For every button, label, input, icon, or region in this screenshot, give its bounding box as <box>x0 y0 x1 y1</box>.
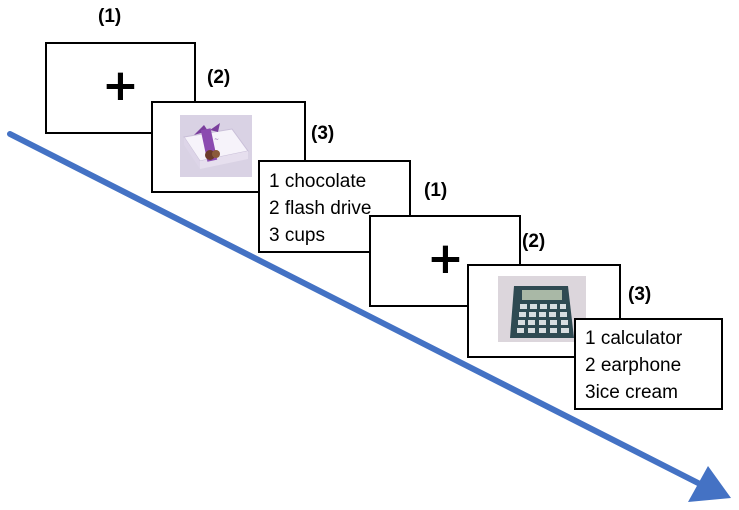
trial1-fixation-step-label: (1) <box>98 6 122 27</box>
trial1-image-frame: ~ <box>151 101 306 193</box>
trial2-option-1: 1 calculator <box>585 328 683 349</box>
trial2-image-step-label: (2) <box>522 231 546 252</box>
trial1-option-3: 3 cups <box>269 225 325 246</box>
trial2-option-3: 3ice cream <box>585 382 678 403</box>
trial1-image-step-label: (2) <box>207 67 231 88</box>
trial1-fixation-frame: + <box>45 42 196 134</box>
trial1-options-list: 1 chocolate 2 flash drive 3 cups <box>269 168 371 249</box>
calculator-image <box>498 276 586 342</box>
trial2-options-list: 1 calculator 2 earphone 3ice cream <box>585 325 682 406</box>
fixation-cross-icon: + <box>427 233 464 284</box>
trial2-choices-frame: 1 calculator 2 earphone 3ice cream <box>574 318 723 410</box>
trial1-choices-step-label: (3) <box>311 123 335 144</box>
trial2-option-2: 2 earphone <box>585 355 682 376</box>
svg-text:~: ~ <box>214 136 219 143</box>
trial1-option-1: 1 chocolate <box>269 171 367 192</box>
fixation-cross-icon: + <box>102 60 139 111</box>
trial2-fixation-step-label: (1) <box>424 180 448 201</box>
trial1-option-2: 2 flash drive <box>269 198 372 219</box>
trial2-fixation-frame: + <box>369 215 521 307</box>
trial2-choices-step-label: (3) <box>628 284 652 305</box>
chocolate-box-image: ~ <box>180 115 252 177</box>
